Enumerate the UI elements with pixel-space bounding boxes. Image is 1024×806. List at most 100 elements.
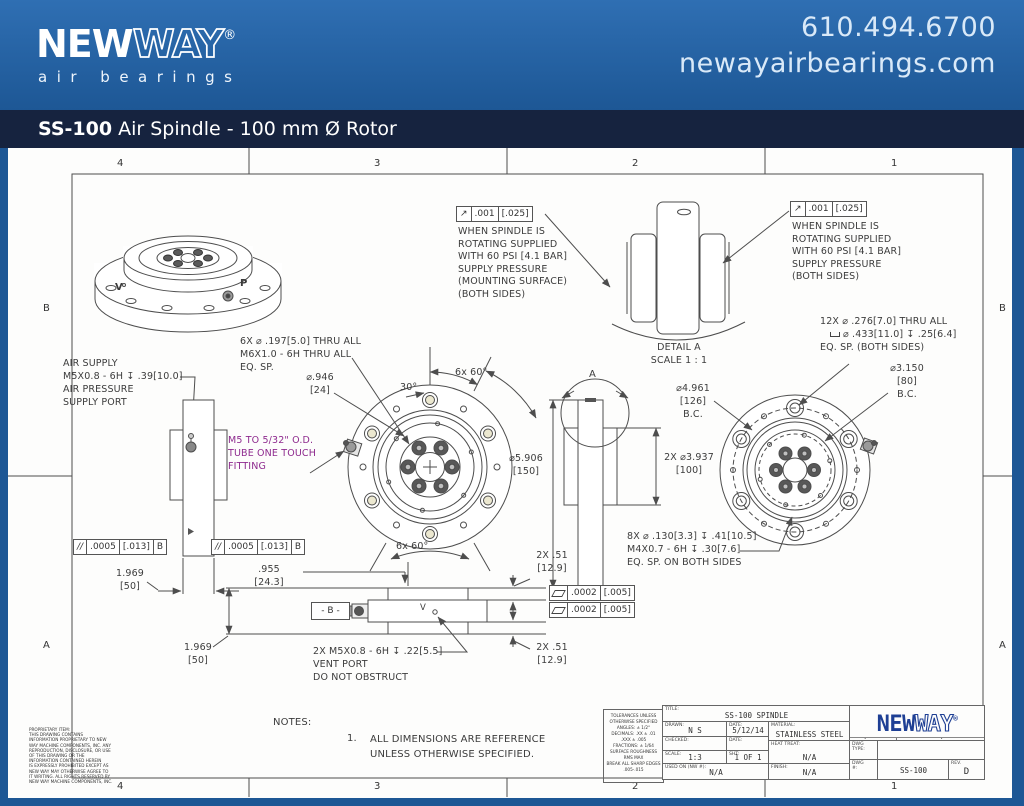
used-on-label: USED ON (NW #): [665,765,707,770]
six-x-callout: 6X ⌀ .197[5.0] THRU ALL M6X1.0 - 6H THRU… [240,336,362,373]
front-view [342,384,513,550]
vent-callout: 2X M5X0.8 - 6H ↧ .22[5.5] VENT PORT DO N… [313,646,443,683]
flatness-icon [549,585,568,601]
sht-label: SHT: [729,752,740,757]
twelve-x-line2: ⌀ .433[11.0] ↧ .25[6.4] [843,329,957,340]
runout-frame-left: ↗ .001 [.025] [456,206,533,222]
notes-heading: NOTES: [273,717,312,728]
angle-30-dim: 30° [400,382,418,393]
used-on-cell: USED ON (NW #): N/A [662,763,770,780]
twelve-x-line3: EQ. SP. (BOTH SIDES) [820,342,925,353]
isometric-view [94,235,282,333]
detail-a-view [544,201,790,341]
rev-cell: REV. D [948,759,985,780]
fitting-note: M5 TO 5/32" O.D. TUBE ONE TOUCH FITTING [228,435,317,472]
iso-label-p: P [240,278,248,289]
dim-51-bottom: 2X .51 [12.9] [536,642,568,666]
date2-label: DATE: [729,738,743,743]
zone-bottom-4: 4 [117,781,124,792]
dia-100-dim: 2X ⌀3.937 [100] [664,452,714,476]
parallelism-datum: B [153,539,168,555]
side-view [146,399,239,595]
parallelism-frame-2: // .0005 [.013] B [211,539,306,555]
drawn-value: N S [688,726,702,735]
material-label: MATERIAL: [771,723,796,728]
parallelism-icon: // [73,539,88,555]
logo-tagline: air bearings [38,68,242,86]
product-title-bar: SS-100 Air Spindle - 100 mm Ø Rotor [0,110,1024,148]
zone-bottom-2: 2 [632,781,639,792]
sheet-frame [8,148,1012,797]
title-block-logo-cell: NEWWAY® air bearings [849,705,985,748]
used-on-value: N/A [709,768,723,777]
parallelism-frame-1: // .0005 [.013] B [73,539,168,555]
dwg-num-value: SS-100 [899,766,928,775]
product-model: SS-100 [38,118,113,140]
runout-value: .001 [805,201,833,217]
material-cell: MATERIAL: STAINLESS STEEL [768,721,851,742]
zone-top-1: 1 [891,158,898,169]
registered-mark: ® [223,28,236,43]
dim-1969-bottom: 1.969 [50] [184,642,212,666]
runout-icon: ↗ [790,201,806,217]
runout-note-right: WHEN SPINDLE IS ROTATING SUPPLIED WITH 6… [792,221,902,282]
material-value: STAINLESS STEEL [775,730,844,739]
detail-a-circle-label: A [589,369,596,380]
section-view [549,378,661,589]
logo-way: WAY [914,712,954,737]
eight-x-callout: 8X ⌀ .130[3.3] ↧ .41[10.5] M4X0.7 - 6H ↧… [627,531,757,568]
dim-955: .955 [24.3] [254,564,284,588]
counterbore-icon [830,332,840,337]
scale-label: SCALE: [665,752,682,757]
phone-number: 610.494.6700 [801,12,996,43]
dia-946-dim: ⌀.946 [24] [306,372,334,396]
heat-treat-cell: HEAT TREAT: N/A [768,740,851,765]
zone-left-b: B [43,303,50,314]
flatness-frame-2: .0002 [.005] [549,602,635,618]
logo-new: NEW [876,712,916,737]
dim-51-top: 2X .51 [12.9] [536,550,568,574]
flatness-metric: [.005] [600,602,635,618]
title-value: SS-100 SPINDLE [724,711,789,720]
checked-label: CHECKED: [665,738,689,743]
date-value: 5/12/14 [732,726,764,735]
website: newayairbearings.com [679,48,996,79]
right-view [713,363,889,552]
parallelism-value: .0005 [225,539,258,555]
dwg-type-label-cell: DWG TYPE: [849,740,879,761]
flatness-icon [549,602,568,618]
dwg-type-value-cell [877,740,985,761]
flatness-value: .0002 [568,585,601,601]
runout-icon: ↗ [456,206,472,222]
dwg-num-value-cell: SS-100 [877,759,950,780]
flatness-value: .0002 [568,602,601,618]
logo-way: WAY [132,22,225,66]
parallelism-metric: [.013] [119,539,154,555]
parallelism-value: .0005 [87,539,120,555]
runout-metric: [.025] [498,206,533,222]
flatness-metric: [.005] [600,585,635,601]
parallelism-icon: // [211,539,226,555]
zone-top-4: 4 [117,158,124,169]
zone-right-b: B [999,303,1006,314]
detail-a-caption: DETAIL A SCALE 1 : 1 [650,342,708,366]
drawn-label: DRAWN: [665,723,684,728]
angle-60-bottom-dim: 6x 60° [396,541,429,552]
dwg-type-label: DWG TYPE: [852,742,865,752]
registered-mark: ® [953,714,958,723]
zone-left-a: A [43,640,50,651]
heat-treat-label: HEAT TREAT: [771,742,800,747]
air-supply-callout: AIR SUPPLY M5X0.8 - 6H ↧ .39[10.0] AIR P… [63,358,183,408]
logo-new: NEW [36,22,134,66]
header: NEWWAY® air bearings 610.494.6700 newaya… [0,0,1024,110]
sht-value: 1 OF 1 [734,753,762,762]
heat-treat-value: N/A [802,753,817,762]
proprietary-notice: PROPRIETARY ITEM: THIS DRAWING CONTAINS … [29,727,113,785]
tolerance-block: TOLERANCES UNLESS OTHERWISE SPECIFIED AN… [603,709,664,783]
zone-bottom-1: 1 [891,781,898,792]
dim-1969-side: 1.969 [50] [116,568,144,592]
bc-80-dim: ⌀3.150 [80] B.C. [890,363,924,400]
note-1-text: ALL DIMENSIONS ARE REFERENCE UNLESS OTHE… [370,734,546,760]
